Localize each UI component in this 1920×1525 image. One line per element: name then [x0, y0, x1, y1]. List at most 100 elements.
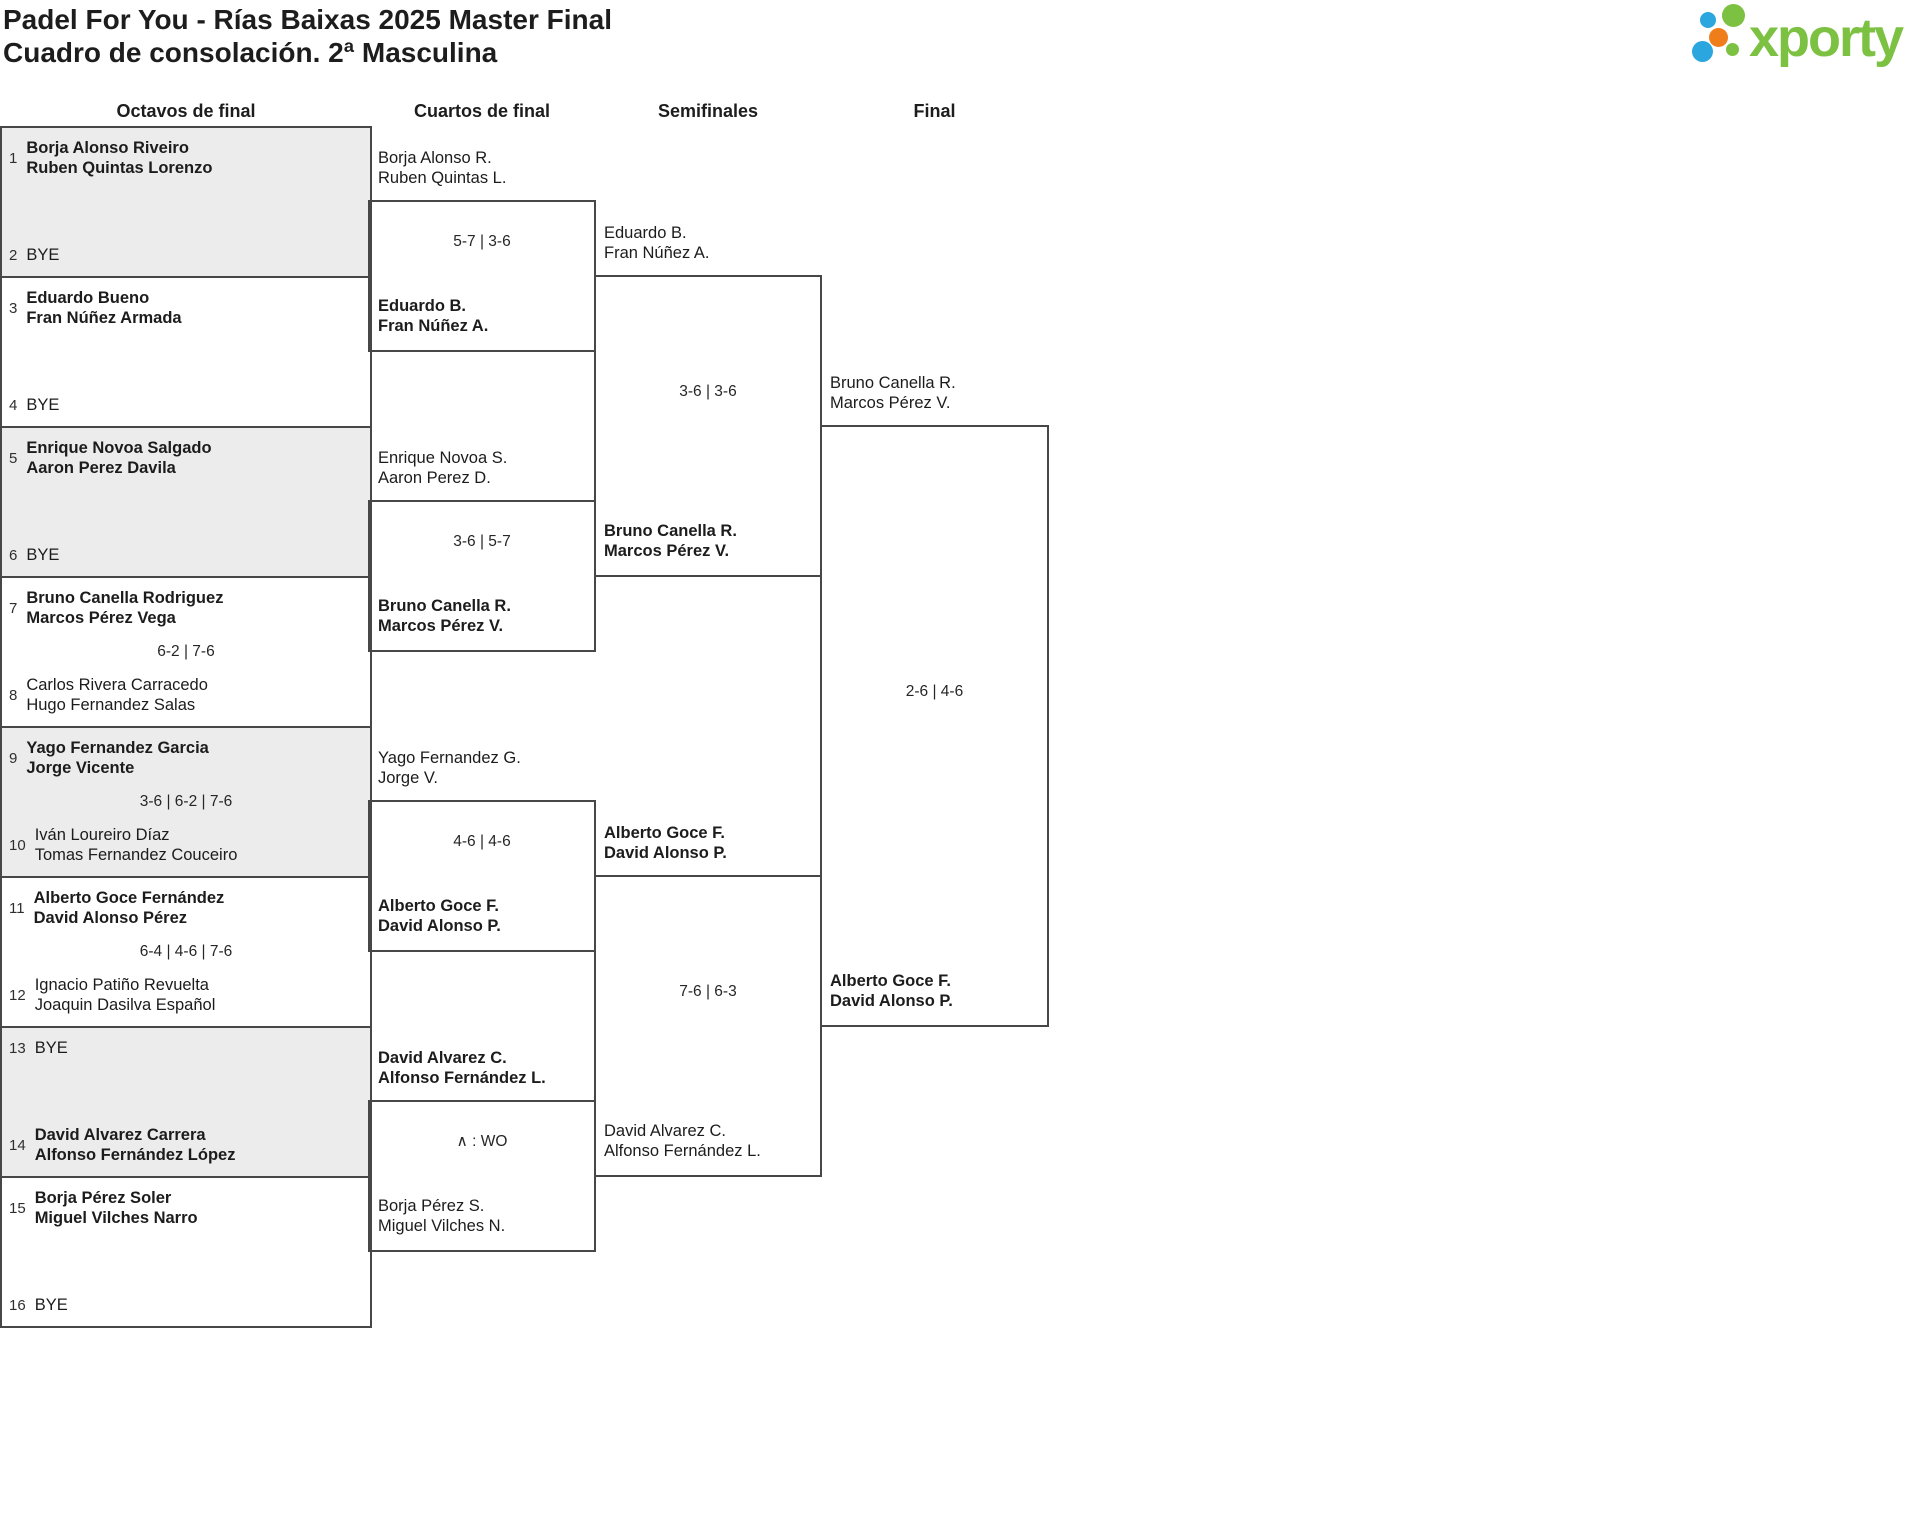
match-score: 3-6 | 5-7	[453, 533, 511, 550]
sf1-team-bottom: Bruno Canella R. Marcos Pérez V.	[604, 521, 818, 561]
player-name: Enrique Novoa S.	[378, 449, 508, 467]
player-name: Borja Pérez Soler	[34, 1189, 172, 1207]
r16-slot-seed-1: 1 Borja Alonso Riveiro Ruben Quintas Lor…	[9, 138, 364, 178]
seed-label: 5	[9, 449, 18, 467]
player-name: Borja Alonso R.	[378, 149, 492, 167]
seed-label: 12	[9, 986, 26, 1004]
r16-slot-seed-8: 8 Carlos Rivera Carracedo Hugo Fernandez…	[9, 675, 364, 715]
final-team-bottom: Alberto Goce F. David Alonso P.	[830, 971, 1045, 1011]
player-name: Miguel Vilches N.	[378, 1217, 506, 1235]
team-names: Bruno Canella Rodriguez Marcos Pérez Veg…	[26, 588, 223, 628]
round-header-octavos: Octavos de final	[116, 101, 256, 121]
sf2-team-bottom: David Alvarez C. Alfonso Fernández L.	[604, 1121, 818, 1161]
player-name: Aaron Perez D.	[378, 469, 491, 487]
player-name: Marcos Pérez V.	[830, 394, 951, 412]
seed-label: 11	[9, 899, 25, 917]
player-name: Miguel Vilches Narro	[34, 1209, 198, 1227]
player-name: Carlos Rivera Carracedo	[26, 676, 208, 694]
player-name: Fran Núñez Armada	[26, 309, 182, 327]
xporty-logo[interactable]: xporty	[1688, 2, 1920, 80]
round-header-cuartos: Cuartos de final	[413, 101, 551, 121]
qf1-team-bottom: Eduardo B. Fran Núñez A.	[378, 296, 592, 336]
seed-label: 10	[9, 836, 26, 854]
player-name: Ignacio Patiño Revuelta	[34, 976, 209, 994]
final-match: Bruno Canella R. Marcos Pérez V. 2-6 | 4…	[820, 374, 1049, 1027]
sf1-team-top: Eduardo B. Fran Núñez A.	[604, 223, 818, 263]
match-score-walkover: ∧ : WO	[456, 1133, 508, 1150]
player-name: Alberto Goce Fernández	[33, 889, 225, 907]
match-score: 6-4 | 4-6 | 7-6	[139, 943, 233, 960]
player-name: Marcos Pérez V.	[378, 617, 504, 635]
qf-match-1: Borja Alonso R. Ruben Quintas L. 5-7 | 3…	[368, 149, 596, 352]
team-names: Alberto Goce Fernández David Alonso Pére…	[34, 888, 225, 928]
player-name: Borja Pérez S.	[378, 1197, 485, 1215]
player-name: Marcos Pérez V.	[604, 542, 730, 560]
player-name: Eduardo Bueno	[26, 289, 150, 307]
player-name: BYE	[34, 1039, 68, 1057]
r16-match-1: 1 Borja Alonso Riveiro Ruben Quintas Lor…	[0, 126, 372, 278]
r16-match-3: 5 Enrique Novoa Salgado Aaron Perez Davi…	[0, 426, 372, 578]
seed-label: 6	[9, 546, 18, 564]
player-name: Bruno Canella R.	[830, 374, 956, 392]
final-team-top: Bruno Canella R. Marcos Pérez V.	[830, 373, 1045, 413]
player-name: BYE	[26, 246, 60, 264]
match-score: 4-6 | 4-6	[453, 833, 511, 850]
round-header-semifinales: Semifinales	[657, 101, 759, 121]
player-name: Eduardo B.	[604, 224, 687, 242]
player-name: Enrique Novoa Salgado	[26, 439, 212, 457]
page-subtitle: Cuadro de consolación. 2ª Masculina	[3, 37, 498, 68]
seed-label: 14	[9, 1136, 26, 1154]
player-name: Jorge Vicente	[26, 759, 135, 777]
team-names: Carlos Rivera Carracedo Hugo Fernandez S…	[26, 675, 208, 715]
team-names: Ignacio Patiño Revuelta Joaquin Dasilva …	[35, 975, 216, 1015]
seed-label: 1	[9, 149, 18, 167]
r16-slot-seed-7: 7 Bruno Canella Rodriguez Marcos Pérez V…	[9, 588, 364, 628]
match-score: 5-7 | 3-6	[453, 233, 511, 250]
player-name: David Alonso P.	[830, 992, 953, 1010]
qf-match-3: Yago Fernandez G. Jorge V. 4-6 | 4-6 Alb…	[368, 749, 596, 952]
r16-slot-seed-5: 5 Enrique Novoa Salgado Aaron Perez Davi…	[9, 438, 364, 478]
r16-match-5: 9 Yago Fernandez Garcia Jorge Vicente 3-…	[0, 726, 372, 878]
player-name: David Alonso P.	[378, 917, 501, 935]
player-name: Alberto Goce F.	[378, 897, 500, 915]
player-name: Alberto Goce F.	[830, 972, 952, 990]
match-score: 2-6 | 4-6	[905, 683, 964, 700]
player-name: Hugo Fernandez Salas	[26, 696, 196, 714]
sf-match-1: Eduardo B. Fran Núñez A. 3-6 | 3-6 Bruno…	[594, 224, 822, 577]
player-name: Joaquin Dasilva Español	[34, 996, 216, 1014]
player-name: BYE	[26, 396, 60, 414]
logo-dot-blue-large	[1692, 41, 1713, 62]
player-name: David Alvarez C.	[378, 1049, 507, 1067]
player-name: Bruno Canella Rodriguez	[26, 589, 224, 607]
seed-label: 13	[9, 1039, 26, 1057]
qf3-team-bottom: Alberto Goce F. David Alonso P.	[378, 896, 592, 936]
qf1-team-top: Borja Alonso R. Ruben Quintas L.	[378, 148, 592, 188]
seed-label: 4	[9, 396, 18, 414]
r16-slot-seed-4: 4 BYE	[9, 395, 364, 415]
r16-match-4: 7 Bruno Canella Rodriguez Marcos Pérez V…	[0, 576, 372, 728]
player-name: Bruno Canella R.	[604, 522, 737, 540]
team-names: BYE	[26, 395, 59, 415]
qf4-team-bottom: Borja Pérez S. Miguel Vilches N.	[378, 1196, 592, 1236]
team-names: BYE	[26, 245, 59, 265]
match-score: 3-6 | 3-6	[679, 383, 737, 400]
r16-slot-seed-3: 3 Eduardo Bueno Fran Núñez Armada	[9, 288, 364, 328]
player-name: Tomas Fernandez Couceiro	[34, 846, 238, 864]
team-names: Enrique Novoa Salgado Aaron Perez Davila	[26, 438, 211, 478]
team-names: Yago Fernandez Garcia Jorge Vicente	[26, 738, 208, 778]
team-names: David Alvarez Carrera Alfonso Fernández …	[35, 1125, 236, 1165]
qf3-team-top: Yago Fernandez G. Jorge V.	[378, 748, 592, 788]
qf2-team-top: Enrique Novoa S. Aaron Perez D.	[378, 448, 592, 488]
seed-label: 16	[9, 1296, 26, 1314]
seed-label: 15	[9, 1199, 26, 1217]
r16-slot-seed-14: 14 David Alvarez Carrera Alfonso Fernánd…	[9, 1125, 364, 1165]
r16-slot-seed-16: 16 BYE	[9, 1295, 364, 1315]
team-names: Borja Pérez Soler Miguel Vilches Narro	[35, 1188, 198, 1228]
seed-label: 3	[9, 299, 18, 317]
seed-label: 8	[9, 686, 18, 704]
player-name: Fran Núñez A.	[378, 317, 489, 335]
xporty-logo-icon	[1688, 2, 1746, 66]
logo-dot-blue-small	[1700, 12, 1716, 28]
logo-dot-orange	[1709, 28, 1728, 47]
